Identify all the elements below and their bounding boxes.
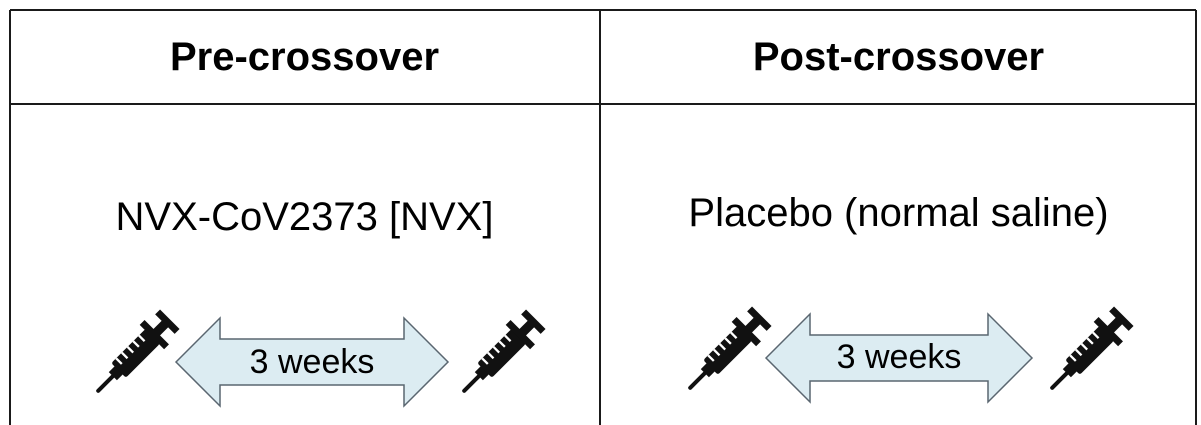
- header-post-crossover: Post-crossover: [752, 34, 1045, 79]
- header-pre-crossover: Pre-crossover: [169, 34, 440, 79]
- pre-treatment-label: NVX-CoV2373 [NVX]: [115, 194, 494, 239]
- pre-interval-arrow: [174, 316, 450, 408]
- post-treatment-label: Placebo (normal saline): [688, 190, 1109, 235]
- post-dose-2-syringe-icon: [1040, 304, 1136, 400]
- post-interval-label: 3 weeks: [836, 337, 962, 376]
- pre-dose-2-syringe-icon: [452, 307, 548, 403]
- pre-interval-label: 3 weeks: [249, 342, 375, 381]
- table-grid: [9, 9, 1197, 425]
- post-dose-1-syringe-icon: [678, 304, 774, 400]
- post-interval-arrow: [764, 312, 1034, 404]
- pre-dose-1-syringe-icon: [86, 307, 182, 403]
